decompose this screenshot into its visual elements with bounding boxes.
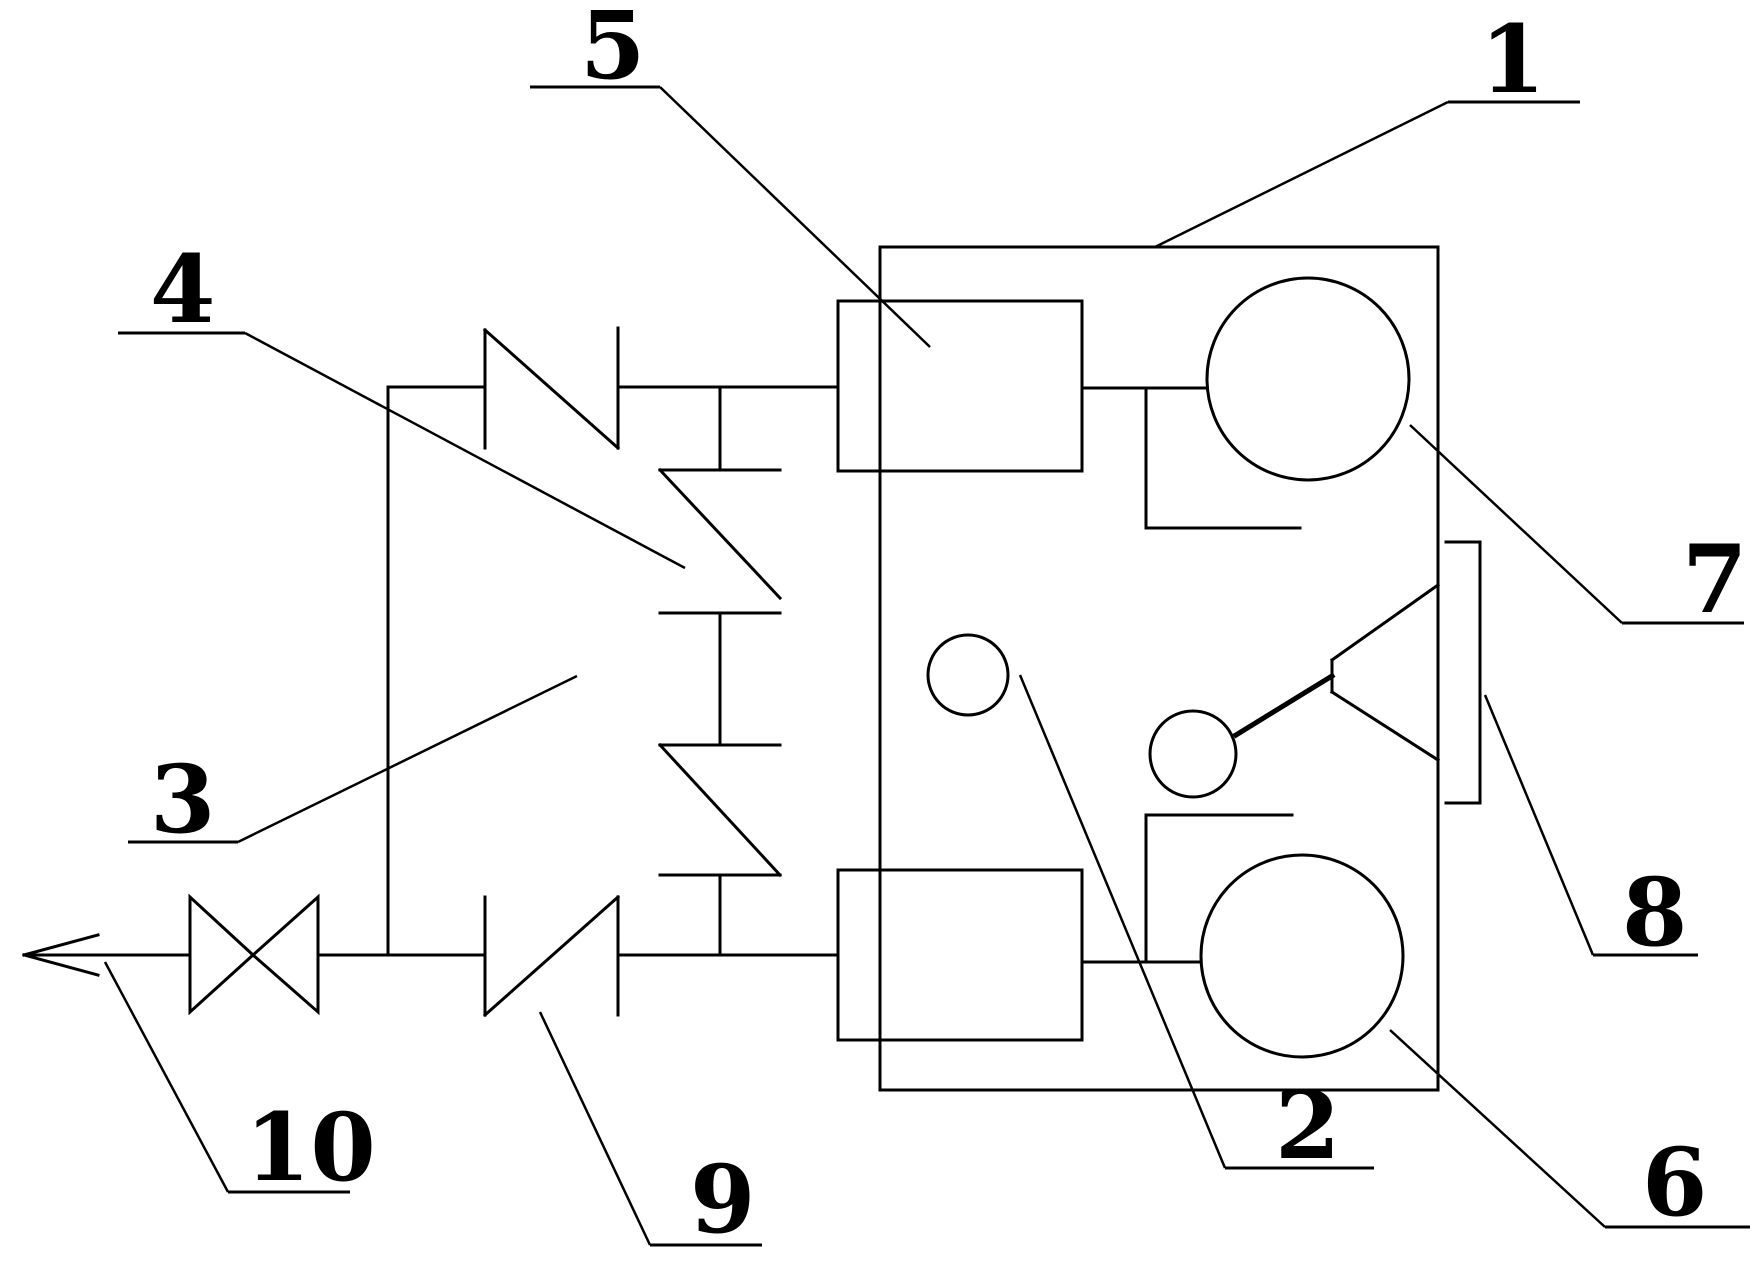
lower-block-wiring xyxy=(1080,813,1294,964)
upper-block xyxy=(836,299,1084,473)
label-7: 7 xyxy=(1682,525,1747,635)
label-4: 4 xyxy=(150,235,215,345)
label-5: 5 xyxy=(580,0,645,101)
outlet-arrow-component-10 xyxy=(22,933,192,977)
gate-valve xyxy=(188,893,320,1016)
lower-zigzag-element xyxy=(657,742,783,878)
upper-circle-component-7 xyxy=(1205,276,1411,482)
label-3: 3 xyxy=(150,745,215,855)
sensor-circle xyxy=(1148,709,1238,799)
label-1: 1 xyxy=(1480,5,1545,115)
small-circle-component-2 xyxy=(926,633,1010,717)
label-6: 6 xyxy=(1642,1128,1707,1238)
pipe-network xyxy=(316,385,840,957)
bottom-check-valve-component-9 xyxy=(482,894,621,1018)
lower-circle-component-6 xyxy=(1199,853,1405,1059)
label-2: 2 xyxy=(1275,1071,1340,1181)
side-mechanism-component-8 xyxy=(1232,540,1482,805)
lower-block xyxy=(836,868,1084,1042)
housing-enclosure xyxy=(878,245,1440,1092)
upper-zigzag-element-component-4 xyxy=(657,467,783,615)
label-10: 10 xyxy=(245,1093,376,1203)
upper-block-wiring xyxy=(1080,386,1302,530)
top-check-valve xyxy=(482,326,621,451)
leader-lines xyxy=(103,85,1750,1247)
label-9: 9 xyxy=(690,1145,755,1255)
label-8: 8 xyxy=(1622,858,1687,968)
